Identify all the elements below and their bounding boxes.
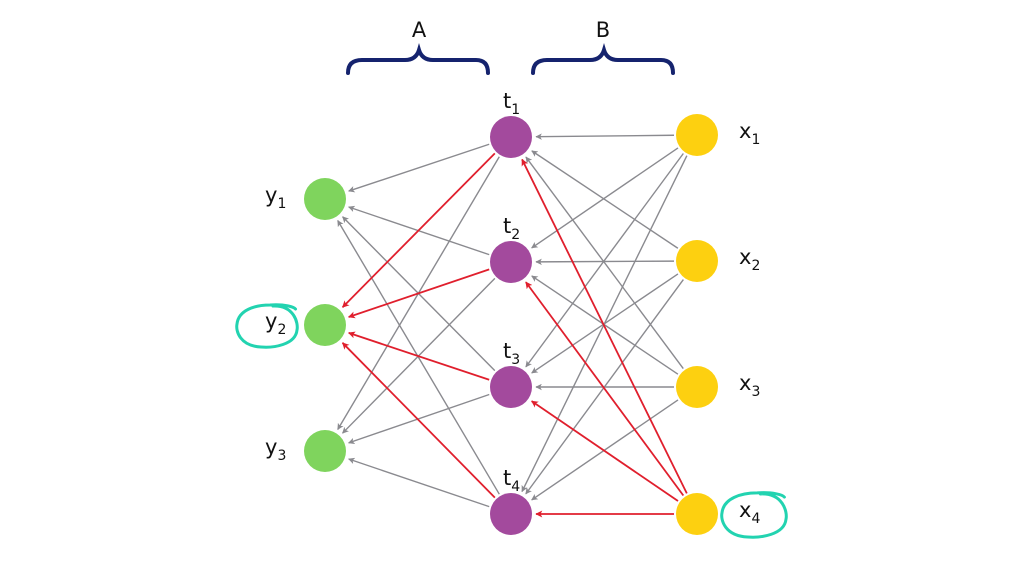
label-x3: x3 xyxy=(739,371,760,400)
edge-x3-to-t4 xyxy=(531,399,679,501)
label-subscript: 1 xyxy=(277,196,286,212)
label-subscript: 2 xyxy=(277,322,286,338)
edge-x1-to-t1 xyxy=(535,133,675,140)
label-subscript: 3 xyxy=(511,352,520,368)
label-subscript: 2 xyxy=(511,227,520,243)
annotation-circle-x4 xyxy=(720,491,788,539)
node-x4 xyxy=(676,493,718,535)
edge-x1-to-t3 xyxy=(525,153,684,368)
label-t4: t4 xyxy=(503,466,520,495)
bracket-b-shape xyxy=(531,43,675,75)
label-subscript: 4 xyxy=(511,479,520,495)
label-base: t xyxy=(503,214,511,238)
node-y3 xyxy=(304,430,346,472)
edge-x3-to-t1 xyxy=(525,156,684,369)
label-base: t xyxy=(503,339,511,363)
label-t1: t1 xyxy=(503,89,520,118)
label-base: x xyxy=(739,371,751,395)
node-y2 xyxy=(304,304,346,346)
label-subscript: 4 xyxy=(751,511,760,527)
edge-x2-to-t1 xyxy=(531,150,679,249)
label-base: y xyxy=(265,435,277,459)
highlighted-edge-t2-to-y2 xyxy=(348,268,490,319)
nodes xyxy=(304,114,718,535)
label-subscript: 1 xyxy=(751,132,760,148)
label-x1: x1 xyxy=(739,119,760,148)
label-base: y xyxy=(265,183,277,207)
node-y1 xyxy=(304,178,346,220)
label-y1: y1 xyxy=(265,183,286,212)
label-subscript: 1 xyxy=(511,102,520,118)
label-base: x xyxy=(739,498,751,522)
bracket-b-label: B xyxy=(596,18,610,42)
label-subscript: 2 xyxy=(751,258,760,274)
highlighted-edge-t1-to-y2 xyxy=(341,152,496,308)
label-base: t xyxy=(503,89,511,113)
label-base: y xyxy=(265,309,277,333)
annotation-circle-y2 xyxy=(235,303,299,349)
label-x4: x4 xyxy=(739,498,760,527)
label-t3: t3 xyxy=(503,339,520,368)
highlighted-edge-t3-to-y2 xyxy=(348,331,490,381)
label-y2: y2 xyxy=(265,309,286,338)
label-base: x xyxy=(739,245,751,269)
node-x3 xyxy=(676,366,718,408)
edge-t4-to-y1 xyxy=(337,219,500,495)
edge-t3-to-y3 xyxy=(348,393,490,445)
edges-highlighted xyxy=(341,152,688,518)
node-x2 xyxy=(676,240,718,282)
highlighted-edge-x4-to-t2 xyxy=(525,281,685,497)
edge-t1-to-y1 xyxy=(348,143,490,193)
highlighted-edge-x4-to-t1 xyxy=(521,158,688,494)
label-x2: x2 xyxy=(739,245,760,274)
edge-x2-to-t3 xyxy=(531,273,679,374)
bracket-a-label: A xyxy=(412,18,427,42)
edge-x2-to-t2 xyxy=(535,258,675,266)
edge-t4-to-y3 xyxy=(348,457,490,508)
bracket-a-shape xyxy=(346,43,490,75)
node-x1 xyxy=(676,114,718,156)
layer-brackets: A B xyxy=(346,18,675,75)
label-base: x xyxy=(739,119,751,143)
label-subscript: 3 xyxy=(751,384,760,400)
edges-default xyxy=(337,133,688,508)
node-t3 xyxy=(490,366,532,408)
annotations xyxy=(235,303,788,539)
label-subscript: 3 xyxy=(277,448,286,464)
label-t2: t2 xyxy=(503,214,520,243)
label-base: t xyxy=(503,466,511,490)
highlighted-edge-x4-to-t3 xyxy=(531,400,679,502)
node-t2 xyxy=(490,241,532,283)
node-t1 xyxy=(490,116,532,158)
node-t4 xyxy=(490,493,532,535)
edge-x1-to-t2 xyxy=(531,147,679,249)
highlighted-edge-t4-to-y2 xyxy=(341,342,496,499)
label-y3: y3 xyxy=(265,435,286,464)
edge-x3-to-t2 xyxy=(531,275,679,375)
